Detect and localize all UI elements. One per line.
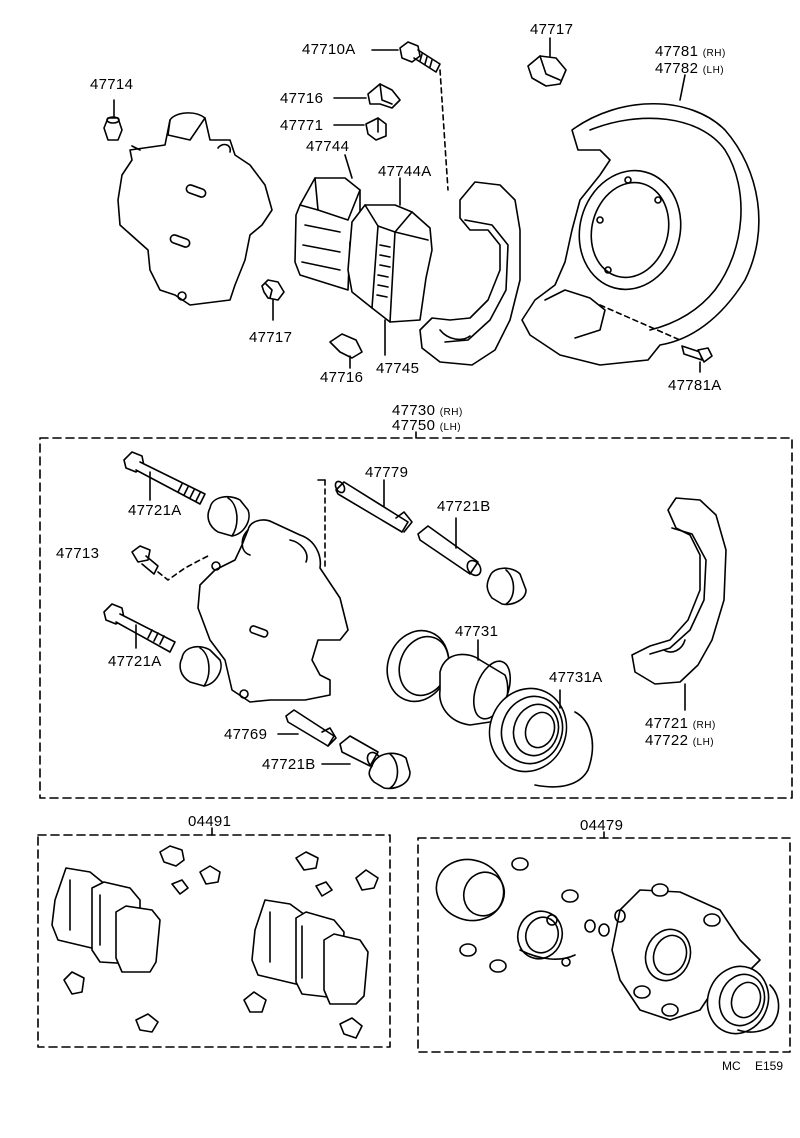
kit-boots-small bbox=[459, 857, 610, 973]
kit-label-04491: 04491 bbox=[188, 813, 232, 830]
caliper-support-part bbox=[419, 181, 521, 366]
cylinder-body-part bbox=[197, 519, 349, 703]
part-label-47717-top: 47717 bbox=[530, 21, 574, 38]
kit-clips-right bbox=[243, 851, 379, 1039]
part-label-47730: 47730 (RH) bbox=[392, 402, 463, 419]
part-label-47781: 47781 (RH) bbox=[655, 43, 726, 60]
part-label-47721B-bottom: 47721B bbox=[262, 756, 316, 773]
part-label-47721B-top: 47721B bbox=[437, 498, 491, 515]
part-label-47744A: 47744A bbox=[378, 163, 432, 180]
guide-bolt-a-upper-part bbox=[123, 451, 206, 505]
pad-support-clip-lower-part bbox=[329, 333, 363, 369]
mounting-bolt-part bbox=[399, 41, 441, 73]
diagram-code-e159: E159 bbox=[755, 1059, 784, 1073]
pad-wear-indicator-part bbox=[365, 117, 387, 141]
kit-cylinder-body bbox=[611, 883, 761, 1021]
part-label-47721A-top: 47721A bbox=[128, 502, 182, 519]
dust-cover-bolt-part bbox=[681, 345, 713, 373]
caliper-housing-part bbox=[117, 112, 273, 306]
bleeder-plug-part bbox=[131, 545, 159, 575]
part-label-47722: 47722 (LH) bbox=[645, 732, 715, 749]
part-label-47744: 47744 bbox=[306, 138, 350, 155]
kit-clips-left bbox=[63, 845, 221, 1033]
kit-seal-set bbox=[435, 858, 576, 967]
slide-boot-lower-part bbox=[368, 752, 411, 790]
anti-rattle-clip-part bbox=[261, 279, 285, 321]
pad-kit-frame bbox=[37, 834, 391, 1048]
slide-sleeve-upper-part bbox=[417, 517, 482, 577]
anti-rattle-clip-top-part bbox=[527, 37, 567, 87]
part-label-47769: 47769 bbox=[224, 726, 268, 743]
part-label-47771: 47771 bbox=[280, 117, 324, 134]
mounting-bracket-part bbox=[631, 497, 727, 685]
dust-cover-part bbox=[521, 102, 760, 366]
slide-boot-upper-part bbox=[486, 567, 527, 606]
part-label-47710A: 47710A bbox=[302, 41, 356, 58]
guide-boot-lower-part bbox=[179, 645, 222, 687]
part-label-47716-bottom: 47716 bbox=[320, 369, 364, 386]
slide-pin-upper-part bbox=[334, 479, 413, 533]
kit-cylinder-boot bbox=[706, 965, 780, 1035]
guide-bolt-a-lower-part bbox=[103, 603, 176, 653]
cylinder-boot-part bbox=[488, 687, 594, 788]
bleeder-cap-part bbox=[103, 99, 123, 141]
part-label-47781A: 47781A bbox=[668, 377, 722, 394]
guide-boot-upper-part bbox=[207, 495, 250, 537]
part-label-47750: 47750 (LH) bbox=[392, 417, 462, 434]
part-label-47714: 47714 bbox=[90, 76, 134, 93]
part-label-47731A: 47731A bbox=[549, 669, 603, 686]
part-label-47731: 47731 bbox=[455, 623, 499, 640]
part-label-47779: 47779 bbox=[365, 464, 409, 481]
kit-pad-set-right bbox=[251, 899, 369, 1005]
inner-pad-part bbox=[347, 204, 433, 323]
caliper-assembly-frame bbox=[39, 437, 793, 799]
part-label-47716-top: 47716 bbox=[280, 90, 324, 107]
kit-pad-set-left bbox=[51, 867, 161, 973]
part-label-47745: 47745 bbox=[376, 360, 420, 377]
part-label-47721A-bottom: 47721A bbox=[108, 653, 162, 670]
diagram-code-mc: MC bbox=[722, 1059, 741, 1073]
kit-label-04479: 04479 bbox=[580, 817, 624, 834]
slide-pin-lower-part bbox=[285, 709, 337, 747]
part-label-47782: 47782 (LH) bbox=[655, 60, 725, 77]
pad-support-clip-part bbox=[367, 83, 401, 109]
part-label-47721: 47721 (RH) bbox=[645, 715, 716, 732]
part-label-47717-mid: 47717 bbox=[249, 329, 293, 346]
part-label-47713: 47713 bbox=[56, 545, 100, 562]
